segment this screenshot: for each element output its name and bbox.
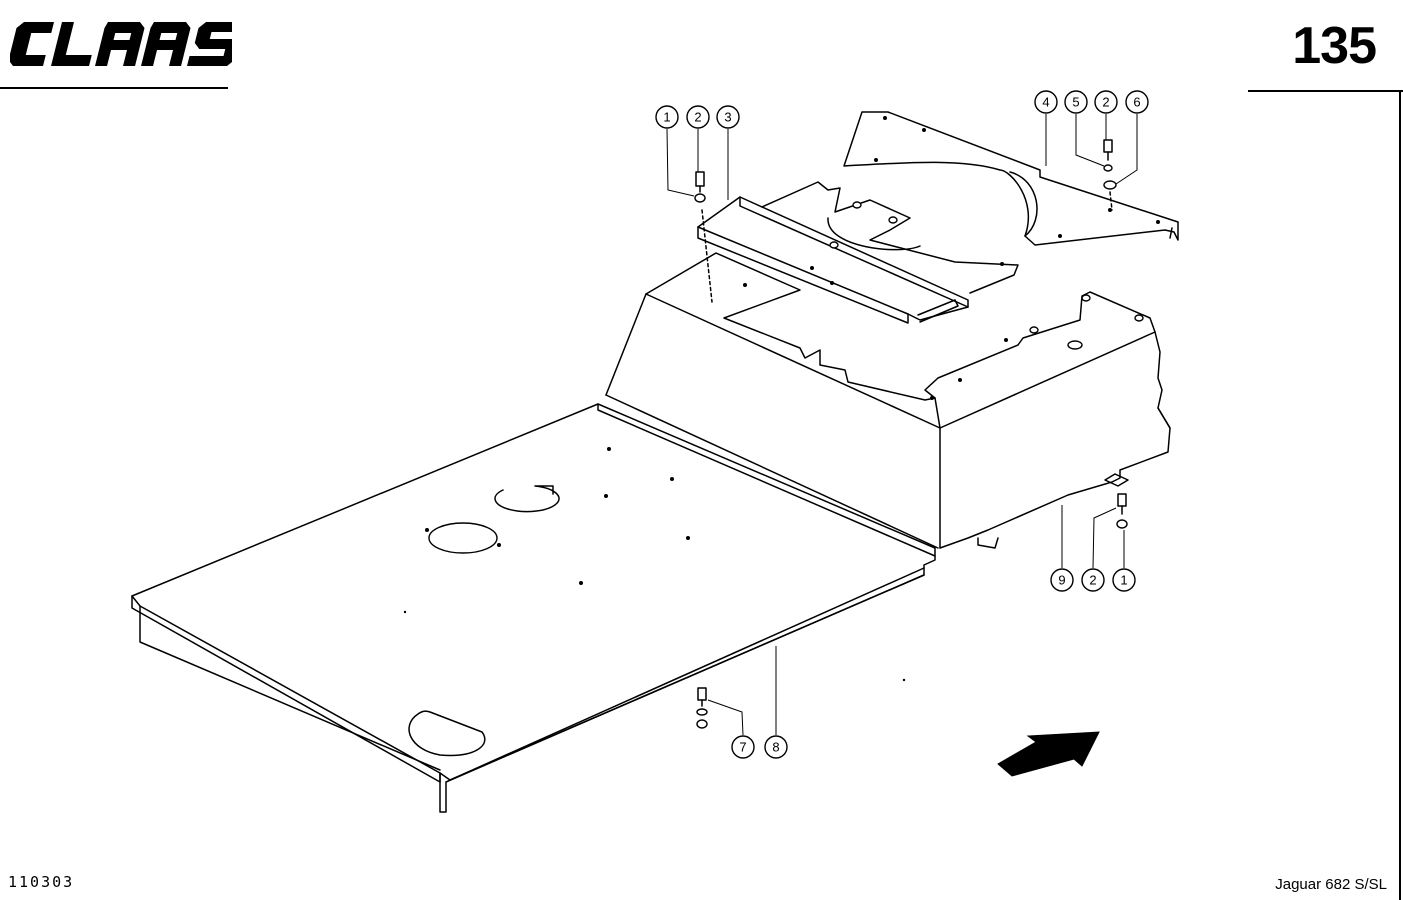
svg-text:7: 7 [739, 740, 746, 755]
model-name: Jaguar 682 S/SL [1275, 876, 1387, 893]
seat-plate [761, 181, 1019, 294]
callout-9: 9 [1050, 568, 1074, 592]
svg-text:4: 4 [1042, 95, 1049, 110]
svg-text:6: 6 [1133, 95, 1140, 110]
fastener-group-left [694, 171, 713, 303]
floor-hole-center [428, 522, 498, 554]
claas-logo [10, 22, 232, 66]
svg-text:5: 5 [1072, 95, 1079, 110]
floor-hole-oval [408, 710, 486, 757]
svg-text:2: 2 [694, 110, 701, 125]
svg-text:1: 1 [663, 110, 670, 125]
svg-text:3: 3 [724, 110, 731, 125]
document-code: 110303 [8, 873, 75, 891]
header-rule-right [1248, 90, 1403, 92]
svg-text:9: 9 [1058, 573, 1065, 588]
housing-cover [605, 252, 1171, 549]
upper-mount-plate [843, 111, 1179, 246]
callout-1-top: 1 [655, 105, 679, 129]
svg-text:1: 1 [1120, 573, 1127, 588]
fastener-group-lower-right [1116, 493, 1128, 529]
callout-2-upper-right: 2 [1094, 90, 1118, 114]
header-rule-left [0, 87, 228, 89]
callout-3: 3 [716, 105, 740, 129]
page-number: 135 [1292, 17, 1377, 75]
strip-bracket [697, 196, 969, 324]
svg-text:8: 8 [772, 740, 779, 755]
floor-hole-keyed [494, 485, 560, 513]
callout-1-lower-right: 1 [1112, 568, 1136, 592]
floor-plate [131, 403, 936, 813]
callout-4: 4 [1034, 90, 1058, 114]
callout-2-top: 2 [686, 105, 710, 129]
svg-text:2: 2 [1102, 95, 1109, 110]
svg-text:2: 2 [1089, 573, 1096, 588]
right-border [1399, 90, 1401, 900]
callout-6: 6 [1125, 90, 1149, 114]
callout-5: 5 [1064, 90, 1088, 114]
callout-7: 7 [731, 735, 755, 759]
fastener-group-bottom [696, 687, 708, 729]
callout-8: 8 [764, 735, 788, 759]
direction-arrow [997, 731, 1100, 777]
fastener-group-upper-right [1103, 139, 1117, 211]
callout-2-lower-right: 2 [1081, 568, 1105, 592]
